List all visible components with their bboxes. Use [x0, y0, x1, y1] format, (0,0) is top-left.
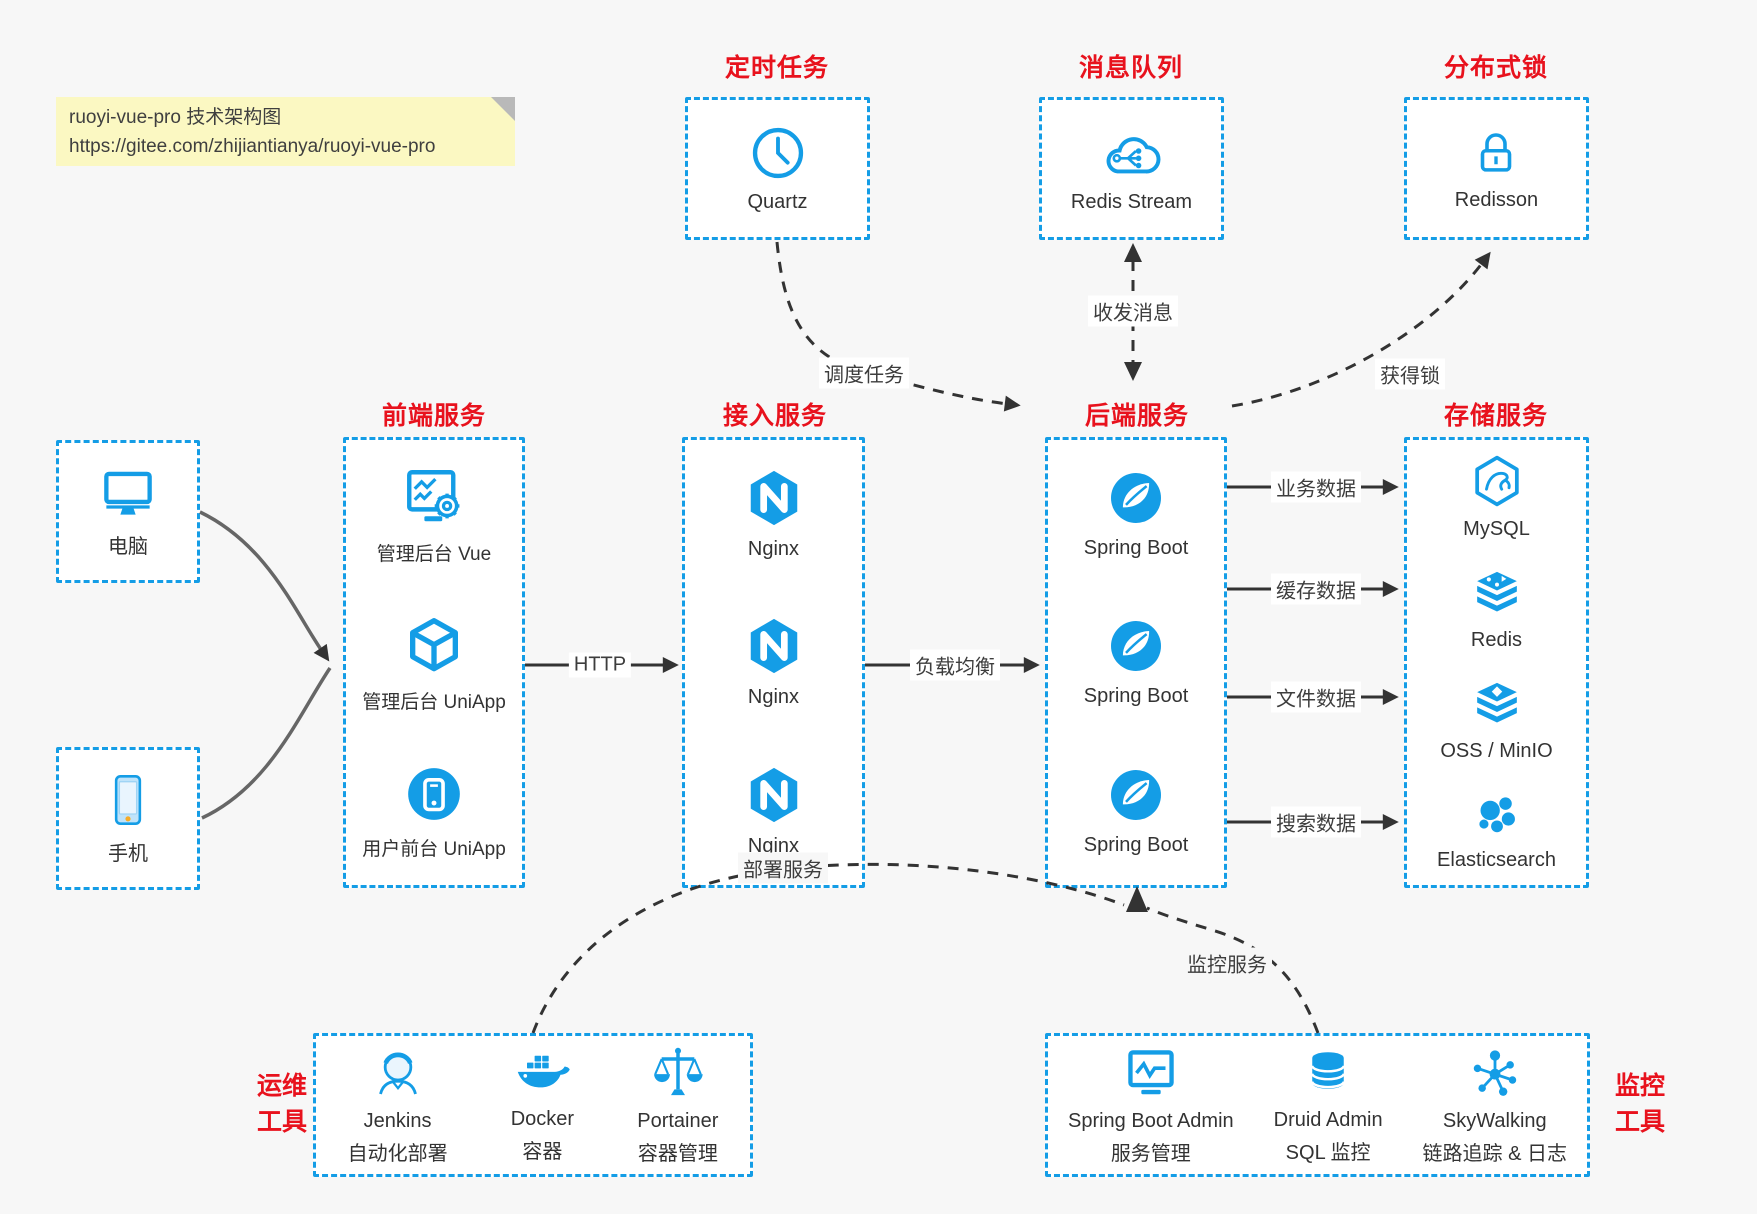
nginx-label-2: Nginx: [747, 686, 800, 709]
title-frontend: 前端服务: [381, 402, 486, 430]
monitor-tools-box: Spring Boot Admin 服务管理 Druid Admin SQL 监…: [1045, 1033, 1590, 1177]
docker-sublabel: 容器: [522, 1140, 563, 1163]
admin-vue-icon: [407, 470, 460, 522]
minio-icon: [1476, 682, 1517, 723]
redisson-box: Redisson: [1404, 97, 1589, 240]
edge-label-business-data: 业务数据: [1271, 471, 1361, 503]
pc-client-box: 电脑: [56, 440, 200, 583]
phone-client-box: 手机: [56, 747, 200, 890]
redis-label: Redis: [1470, 629, 1523, 652]
title-backend: 后端服务: [1084, 402, 1189, 430]
edge-label-lock: 获得锁: [1375, 358, 1445, 390]
edge-label-file-data: 文件数据: [1271, 681, 1361, 713]
jenkins-label: Jenkins: [363, 1109, 432, 1132]
skywalking-icon: [1473, 1049, 1516, 1096]
title-storage: 存储服务: [1443, 402, 1548, 430]
spring-boot-icon: [1110, 473, 1161, 524]
storage-box: MySQL Redis: [1404, 437, 1589, 888]
redisson-label: Redisson: [1454, 188, 1539, 211]
admin-uniapp-label: 管理后台 UniApp: [362, 692, 506, 714]
skywalking-sublabel: 链路追踪 & 日志: [1422, 1142, 1567, 1165]
edge-label-search-data: 搜索数据: [1271, 806, 1361, 838]
redis-stream-label: Redis Stream: [1070, 190, 1193, 213]
edge-label-schedule: 调度任务: [819, 357, 909, 389]
druid-admin-sublabel: SQL 监控: [1285, 1141, 1371, 1164]
spring-boot-label-3: Spring Boot: [1083, 833, 1189, 856]
redis-icon: [1476, 571, 1517, 612]
skywalking-label: SkyWalking: [1442, 1109, 1547, 1132]
frontend-box: 管理后台 Vue 管理后台 UniApp 用户前台 UniApp: [343, 437, 525, 888]
client-connector-lines: [199, 510, 332, 820]
nginx-label-1: Nginx: [747, 538, 800, 561]
docker-label: Docker: [510, 1107, 575, 1130]
quartz-label: Quartz: [747, 190, 808, 213]
user-app-icon: [408, 767, 460, 820]
message-arrowhead-up: [1124, 243, 1142, 262]
user-uniapp-label: 用户前台 UniApp: [362, 838, 506, 860]
edge-label-deploy: 部署服务: [738, 852, 828, 884]
title-message-queue: 消息队列: [1078, 54, 1183, 82]
edge-label-load-balance: 负载均衡: [910, 649, 1000, 681]
note-title: ruoyi-vue-pro 技术架构图: [69, 107, 282, 128]
edge-label-http: HTTP: [568, 652, 632, 678]
edge-label-cache-data: 缓存数据: [1271, 573, 1361, 605]
elasticsearch-icon: [1478, 797, 1515, 832]
gateway-box: Nginx Nginx Nginx: [682, 437, 865, 888]
redis-stream-box: Redis Stream: [1039, 97, 1224, 240]
nginx-icon: [750, 471, 797, 526]
ops-tools-box: Jenkins 自动化部署 Docke: [313, 1033, 753, 1177]
note-fold-corner: [491, 97, 515, 121]
edge-label-monitor: 监控服务: [1182, 947, 1272, 979]
spring-boot-icon: [1110, 769, 1161, 820]
nginx-icon: [750, 619, 797, 674]
monitor-pulse-icon: [1128, 1049, 1174, 1094]
title-gateway: 接入服务: [722, 402, 827, 430]
portainer-label: Portainer: [637, 1109, 719, 1132]
jenkins-icon: [378, 1052, 417, 1094]
dashed-arrows: [531, 241, 1491, 1034]
nginx-icon: [750, 767, 797, 822]
note-url: https://gitee.com/zhijiantianya/ruoyi-vu…: [69, 136, 436, 157]
elasticsearch-label: Elasticsearch: [1437, 848, 1556, 871]
ops-tools-title: 运维 工具: [256, 1072, 307, 1137]
monitor-tools-title: 监控 工具: [1614, 1072, 1665, 1137]
lock-icon: [1481, 132, 1512, 172]
spring-boot-label-2: Spring Boot: [1083, 685, 1189, 708]
backend-bottom-arrowhead: [1126, 886, 1148, 912]
sticky-note: ruoyi-vue-pro 技术架构图 https://gitee.com/zh…: [56, 97, 515, 166]
cloud-stream-icon: [1106, 136, 1160, 173]
database-icon: [1311, 1051, 1346, 1089]
title-scheduled-tasks: 定时任务: [724, 54, 829, 82]
backend-box: Spring Boot Spring Boot Spring Boot: [1045, 437, 1227, 888]
clock-icon: [752, 127, 803, 178]
edge-label-message: 收发消息: [1088, 295, 1178, 327]
title-distributed-lock: 分布式锁: [1443, 54, 1548, 82]
phone-label: 手机: [108, 842, 148, 865]
druid-admin-label: Druid Admin: [1273, 1108, 1383, 1131]
desktop-icon: [104, 471, 152, 515]
message-arrowhead-down: [1124, 362, 1142, 381]
spring-boot-admin-label: Spring Boot Admin: [1067, 1109, 1234, 1132]
spring-boot-label-1: Spring Boot: [1083, 537, 1189, 560]
docker-icon: [518, 1055, 571, 1087]
admin-vue-label: 管理后台 Vue: [376, 544, 492, 566]
pc-label: 电脑: [108, 535, 148, 558]
uniapp-cube-icon: [409, 618, 458, 672]
jenkins-sublabel: 自动化部署: [347, 1142, 448, 1165]
nginx-label-3: Nginx: [747, 834, 800, 857]
spring-boot-admin-sublabel: 服务管理: [1110, 1142, 1191, 1165]
spring-boot-icon: [1110, 621, 1161, 672]
smartphone-icon: [114, 774, 142, 825]
portainer-sublabel: 容器管理: [637, 1142, 718, 1165]
portainer-scales-icon: [653, 1047, 703, 1095]
mysql-label: MySQL: [1463, 518, 1530, 541]
quartz-box: Quartz: [685, 97, 870, 240]
oss-minio-label: OSS / MinIO: [1440, 739, 1553, 762]
mysql-icon: [1474, 456, 1519, 507]
